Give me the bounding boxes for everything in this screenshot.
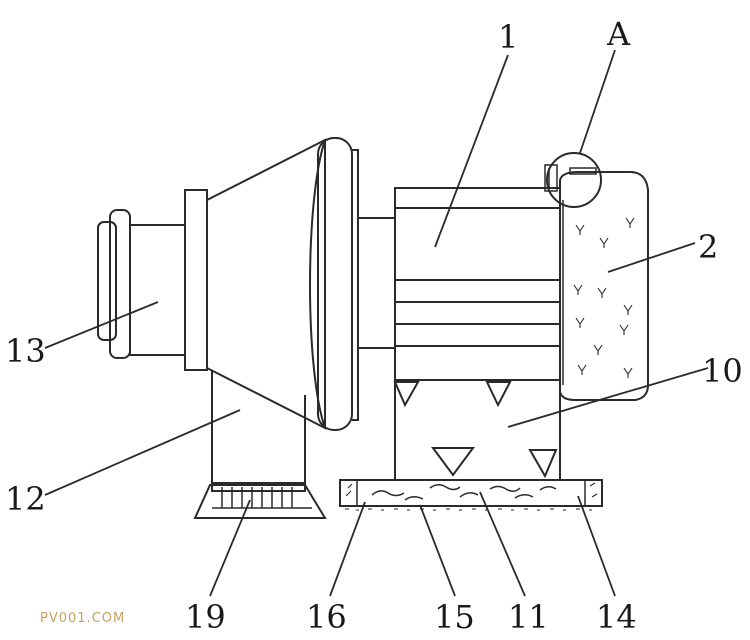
detail-circle-a	[544, 152, 602, 208]
flange	[184, 189, 208, 371]
support-stand-12	[211, 370, 306, 492]
conical-housing	[206, 137, 359, 431]
lower-chamber-10	[393, 380, 561, 480]
callout-16: 16	[306, 598, 347, 636]
callout-2: 2	[698, 228, 718, 266]
shaft-coupling	[357, 217, 396, 349]
base-foot-19	[193, 484, 327, 519]
callout-13: 13	[5, 332, 46, 370]
callout-11: 11	[508, 598, 549, 636]
callout-14: 14	[596, 598, 637, 636]
leader-lines	[44, 49, 709, 597]
callout-1: 1	[498, 18, 518, 56]
callout-a: A	[606, 15, 631, 53]
motor-body-1	[394, 187, 561, 381]
callout-15: 15	[434, 598, 475, 636]
watermark: PV001.COM	[40, 611, 125, 626]
callout-12: 12	[5, 480, 46, 518]
callout-10: 10	[702, 352, 743, 390]
bottom-plate-11	[339, 479, 603, 511]
nozzle-part-13	[97, 209, 186, 359]
callout-19: 19	[185, 598, 226, 636]
